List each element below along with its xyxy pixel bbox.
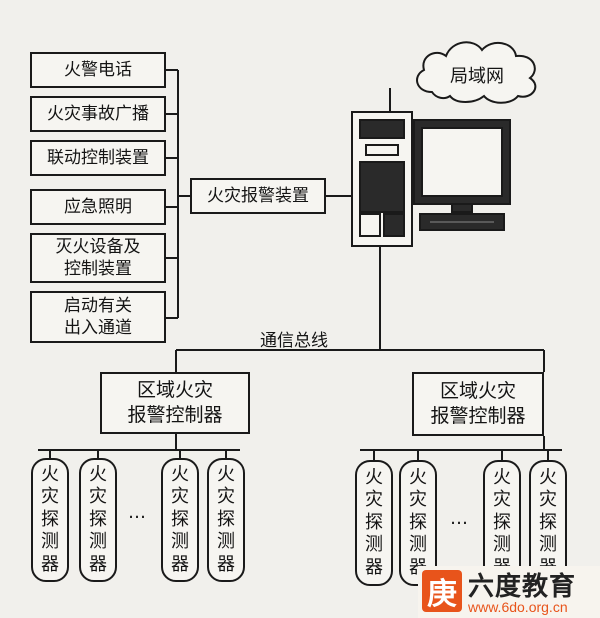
box-fire-broadcast: 火灾事故广播 bbox=[30, 96, 166, 132]
detector-left-4: 火 灾 探 测 器 bbox=[207, 458, 245, 582]
lan-cloud-icon bbox=[416, 41, 537, 104]
box-linkage-control: 联动控制装置 bbox=[30, 140, 166, 176]
detector-right-4: 火 灾 探 测 器 bbox=[529, 460, 567, 586]
ellipsis-right: … bbox=[450, 508, 469, 529]
detector-right-1: 火 灾 探 测 器 bbox=[355, 460, 393, 586]
logo-url: www.6do.org.cn bbox=[468, 599, 568, 615]
watermark-logo: 庚 六度教育 www.6do.org.cn bbox=[418, 566, 600, 618]
box-emergency-lighting: 应急照明 bbox=[30, 189, 166, 225]
box-exit-passages: 启动有关 出入通道 bbox=[30, 291, 166, 343]
box-fire-alarm-device: 火灾报警装置 bbox=[190, 178, 326, 214]
detector-left-2: 火 灾 探 测 器 bbox=[79, 458, 117, 582]
detector-right-2: 火 灾 探 测 器 bbox=[399, 460, 437, 586]
box-fire-phone: 火警电话 bbox=[30, 52, 166, 88]
detector-left-3: 火 灾 探 测 器 bbox=[161, 458, 199, 582]
computer-icon bbox=[351, 111, 511, 247]
zone-controller-left: 区域火灾 报警控制器 bbox=[100, 372, 250, 434]
box-extinguishing-equipment: 灭火设备及 控制装置 bbox=[30, 233, 166, 283]
logo-mark-icon: 庚 bbox=[422, 570, 462, 612]
ellipsis-left: … bbox=[128, 502, 147, 523]
detector-left-1: 火 灾 探 测 器 bbox=[31, 458, 69, 582]
zone-controller-right: 区域火灾 报警控制器 bbox=[412, 372, 544, 436]
lan-label: 局域网 bbox=[450, 66, 504, 87]
bus-label: 通信总线 bbox=[260, 331, 328, 351]
logo-name: 六度教育 bbox=[468, 572, 577, 602]
